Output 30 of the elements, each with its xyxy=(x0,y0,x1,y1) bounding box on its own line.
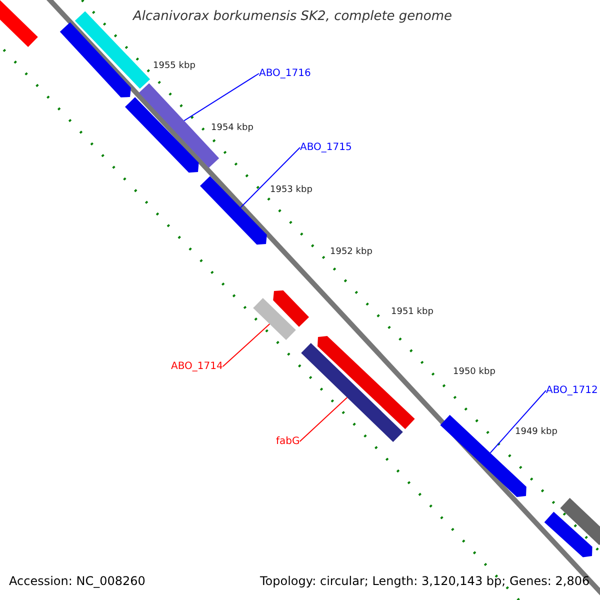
gene-label: ABO_1712 xyxy=(546,385,598,396)
gene-feature xyxy=(125,97,199,173)
gene-feature xyxy=(200,176,267,245)
leader-line xyxy=(240,147,300,208)
map-title: Alcanivorax borkumensis SK2, complete genome xyxy=(133,10,452,24)
leader-line xyxy=(490,390,546,454)
gene-label: fabG xyxy=(276,436,300,447)
accession-text: Accession: NC_008260 xyxy=(9,575,146,588)
gene-feature xyxy=(318,336,415,430)
scale-label: 1954 kbp xyxy=(211,124,254,134)
gene-feature xyxy=(253,298,296,340)
genome-summary-text: Topology: circular; Length: 3,120,143 bp; Genes: 2,806 xyxy=(260,575,590,588)
leader-line xyxy=(299,397,348,442)
scale-label: 1955 kbp xyxy=(153,62,196,72)
gene-feature xyxy=(273,290,309,327)
gene-feature xyxy=(301,343,403,442)
scale-label: 1952 kbp xyxy=(330,248,372,258)
gene-feature xyxy=(0,0,38,47)
leader-line xyxy=(184,73,260,122)
gene-feature xyxy=(60,22,131,98)
leader-line xyxy=(222,324,270,367)
gene-label: ABO_1715 xyxy=(300,142,352,153)
gene-label: ABO_1716 xyxy=(259,68,311,79)
gene-feature xyxy=(560,498,600,546)
scale-label: 1949 kbp xyxy=(515,428,558,438)
gene-label: ABO_1714 xyxy=(171,361,223,372)
scale-label: 1951 kbp xyxy=(391,308,434,318)
gene-feature xyxy=(544,512,592,558)
scale-label: 1953 kbp xyxy=(270,186,312,196)
scale-label: 1950 kbp xyxy=(453,368,496,378)
